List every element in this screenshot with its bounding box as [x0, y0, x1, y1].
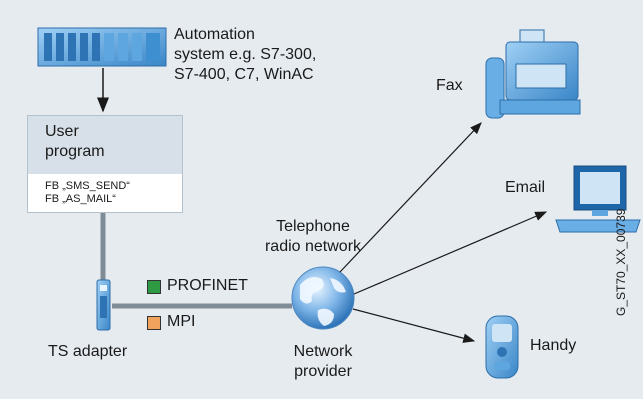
mpi-label: MPI	[167, 313, 196, 330]
user-program-title-line2: program	[45, 143, 105, 160]
handy-label: Handy	[530, 337, 577, 354]
arrow-to-fax	[339, 122, 482, 273]
profinet-label: PROFINET	[167, 277, 248, 294]
network-provider-line1: Network	[293, 343, 353, 360]
profinet-swatch	[147, 280, 161, 294]
arrow-to-handy	[352, 308, 476, 343]
ts-adapter-icon	[96, 279, 111, 331]
telephone-network-label: Telephone radio network	[257, 217, 369, 257]
arrow-to-email	[353, 211, 548, 295]
mobile-phone-icon	[485, 315, 519, 379]
email-label: Email	[505, 179, 546, 196]
network-provider-line2: provider	[294, 363, 352, 380]
document-id: G_ST70_XX_00739	[614, 208, 628, 316]
fax-label: Fax	[436, 77, 463, 94]
user-program-box: User program FB „SMS_SEND“ FB „AS_MAIL“	[27, 115, 183, 213]
plc-label: Automation system e.g. S7-300, S7-400, C…	[174, 25, 316, 85]
computer-icon	[555, 165, 641, 233]
fb-as-mail: FB „AS_MAIL“	[45, 193, 116, 205]
network-provider-label: Network provider	[285, 342, 361, 382]
mpi-swatch	[147, 316, 161, 330]
telephone-network-line2: radio network	[264, 238, 362, 255]
plc-label-line1: Automation	[174, 26, 255, 43]
globe-icon	[291, 266, 355, 330]
user-program-header: User program	[28, 116, 182, 174]
ts-adapter-label: TS adapter	[48, 343, 128, 360]
user-program-title-line1: User	[45, 123, 79, 140]
fb-sms-send: FB „SMS_SEND“	[45, 180, 130, 192]
function-block-list: FB „SMS_SEND“ FB „AS_MAIL“	[45, 180, 130, 206]
fax-icon	[485, 29, 581, 119]
user-program-title: User program	[45, 122, 105, 162]
plc-label-line2: system e.g. S7-300,	[174, 46, 317, 63]
telephone-network-line1: Telephone	[276, 218, 350, 235]
plc-label-line3: S7-400, C7, WinAC	[174, 66, 314, 83]
plc-rack-icon	[37, 27, 167, 67]
